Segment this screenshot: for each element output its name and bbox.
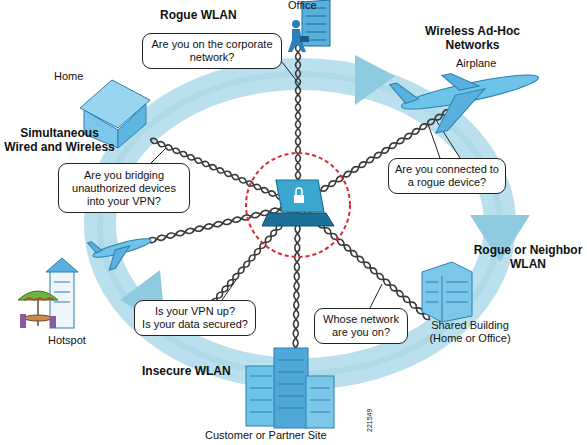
section-heading: Rogue or Neighbor WLAN bbox=[470, 243, 586, 271]
airplane-icon bbox=[390, 54, 546, 140]
section-heading: Simultaneous Wired and Wireless bbox=[2, 126, 117, 154]
cafe-umbrella bbox=[18, 291, 58, 300]
laptop-base bbox=[262, 213, 334, 226]
callout-text: Whose network are you on? bbox=[319, 313, 403, 339]
ring-arrowhead bbox=[355, 55, 395, 105]
leader-line bbox=[150, 148, 166, 164]
leader-line bbox=[282, 62, 299, 84]
briefcase-icon bbox=[300, 36, 309, 42]
leader-line bbox=[222, 280, 236, 300]
cafe-table bbox=[24, 315, 52, 321]
hotspot-kiosk bbox=[46, 258, 78, 272]
cafe-table bbox=[37, 300, 39, 326]
section-heading: Rogue WLAN bbox=[160, 8, 250, 22]
callout-box: Whose network are you on? bbox=[314, 308, 408, 344]
lock-icon bbox=[294, 195, 304, 203]
callout-text: Is your data secured? bbox=[142, 318, 248, 331]
airplane-icon bbox=[87, 227, 155, 274]
laptop-screen bbox=[276, 180, 324, 212]
callout-text: Is your VPN up? bbox=[155, 305, 235, 318]
callout-text: Are you bridging unauthorized devices in… bbox=[63, 169, 185, 208]
shared-building bbox=[442, 276, 443, 322]
cafe-umbrella bbox=[24, 298, 54, 300]
callout-box: Are you bridging unauthorized devices in… bbox=[58, 163, 190, 213]
place-label: Airplane bbox=[456, 57, 516, 70]
cafe-chair bbox=[20, 314, 26, 328]
callout-box: Is your VPN up?Is your data secured? bbox=[134, 300, 256, 336]
leader-line bbox=[370, 284, 382, 308]
shared-building bbox=[422, 262, 472, 322]
dashed-focus-circle bbox=[246, 153, 350, 257]
place-label: Office bbox=[288, 0, 338, 12]
house-wall bbox=[118, 104, 146, 148]
figure-number: 221549 bbox=[366, 392, 374, 432]
person-icon bbox=[292, 20, 300, 28]
callout-text: Are you on the corporate network? bbox=[147, 38, 277, 64]
tower-windows bbox=[250, 360, 330, 412]
lock-icon bbox=[296, 188, 302, 195]
place-label: Customer or Partner Site bbox=[205, 429, 365, 442]
office-tower bbox=[246, 366, 276, 426]
place-label: Home bbox=[54, 70, 104, 83]
place-label: Shared Building (Home or Office) bbox=[420, 319, 520, 345]
office-windows bbox=[306, 8, 326, 40]
office-tower bbox=[306, 376, 334, 428]
section-heading: Insecure WLAN bbox=[142, 364, 242, 378]
building-windows bbox=[426, 282, 468, 302]
cafe-chair bbox=[50, 316, 56, 328]
callout-box: Are you on the corporate network? bbox=[142, 33, 282, 69]
section-heading: Wireless Ad-Hoc Networks bbox=[415, 24, 530, 52]
callout-box: Are you connected to a rogue device? bbox=[388, 158, 506, 194]
callout-text: Are you connected to a rogue device? bbox=[393, 163, 501, 189]
place-label: Hotspot bbox=[48, 334, 108, 347]
